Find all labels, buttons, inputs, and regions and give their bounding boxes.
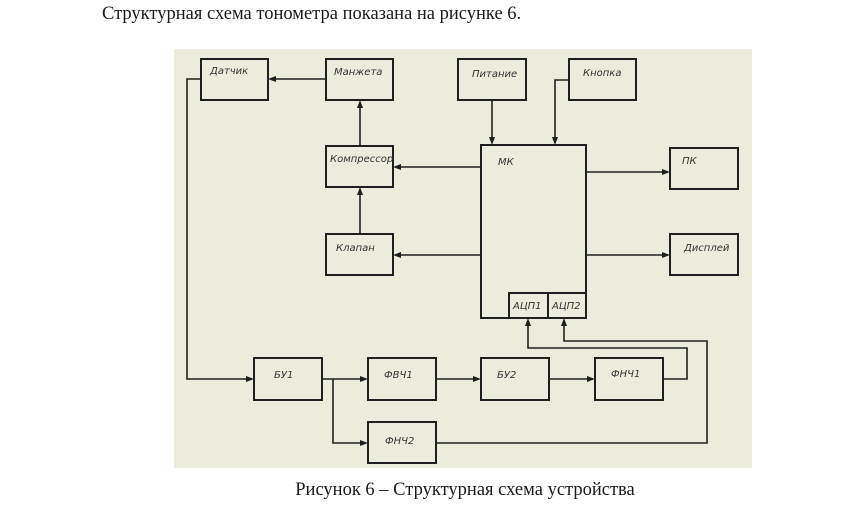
block-display: Дисплей [669,233,739,276]
block-valve-label: Клапан [336,243,375,254]
arrowhead-mcu-button [552,137,558,145]
arrowhead-display [662,252,670,258]
block-button-label: Кнопка [583,68,621,79]
block-lpf1: ФНЧ1 [594,357,664,401]
block-mcu: МК [480,144,587,319]
arrowhead-pc [662,169,670,175]
wire-button-to-mcu [554,79,569,139]
arrowhead-cuff [357,100,363,108]
block-display-label: Дисплей [683,243,730,254]
arrowheads [246,76,670,446]
arrowhead-sensor [268,76,276,82]
arrowhead-adc1 [525,318,531,326]
block-amp1: БУ1 [253,357,323,401]
connections [186,78,708,444]
arrowhead-lpf2 [360,440,368,446]
block-compressor: Компрессор [325,145,394,188]
block-compressor-label: Компрессор [330,154,393,165]
block-lpf2-label: ФНЧ2 [385,436,414,447]
block-adc2-label: АЦП2 [551,301,581,312]
block-sensor-label: Датчик [209,66,248,77]
arrowhead-hpf1 [360,376,368,382]
arrowhead-mcu-power [489,137,495,145]
arrowhead-compressor-right [393,164,401,170]
block-valve: Клапан [325,233,394,276]
wire-lpf1-to-adc1 [527,324,688,380]
block-hpf1: ФВЧ1 [367,357,437,401]
block-pc-label: ПК [682,156,698,167]
block-adc2: АЦП2 [547,292,587,319]
arrowhead-amp1 [246,376,254,382]
block-hpf1-label: ФВЧ1 [384,370,413,381]
arrowhead-compressor-bottom [357,187,363,195]
diagram-background [174,49,752,468]
arrowhead-adc2 [561,318,567,326]
arrowhead-lpf1 [587,376,595,382]
block-cuff: Манжета [325,58,394,101]
intro-paragraph: Структурная схема тонометра показана на … [102,4,522,24]
block-power: Питание [457,58,527,101]
block-lpf1-label: ФНЧ1 [611,369,640,380]
block-sensor: Датчик [200,58,269,101]
arrowhead-valve [393,252,401,258]
wire-amp1-to-lpf2 [332,379,362,444]
block-amp2: БУ2 [480,357,550,401]
block-lpf2: ФНЧ2 [367,421,437,464]
block-amp1-label: БУ1 [274,370,293,381]
block-adc1: АЦП1 [508,292,549,319]
block-cuff-label: Манжета [334,67,382,78]
block-mcu-label: МК [498,157,515,168]
block-button: Кнопка [568,58,637,101]
wire-sensor-to-amp1 [186,78,248,380]
arrowhead-amp2 [473,376,481,382]
block-amp2-label: БУ2 [497,370,516,381]
block-pc: ПК [669,147,739,190]
block-adc1-label: АЦП1 [512,301,542,312]
block-power-label: Питание [472,69,517,80]
figure-caption: Рисунок 6 – Структурная схема устройства [295,480,635,500]
wire-lpf2-to-adc2 [436,324,708,444]
